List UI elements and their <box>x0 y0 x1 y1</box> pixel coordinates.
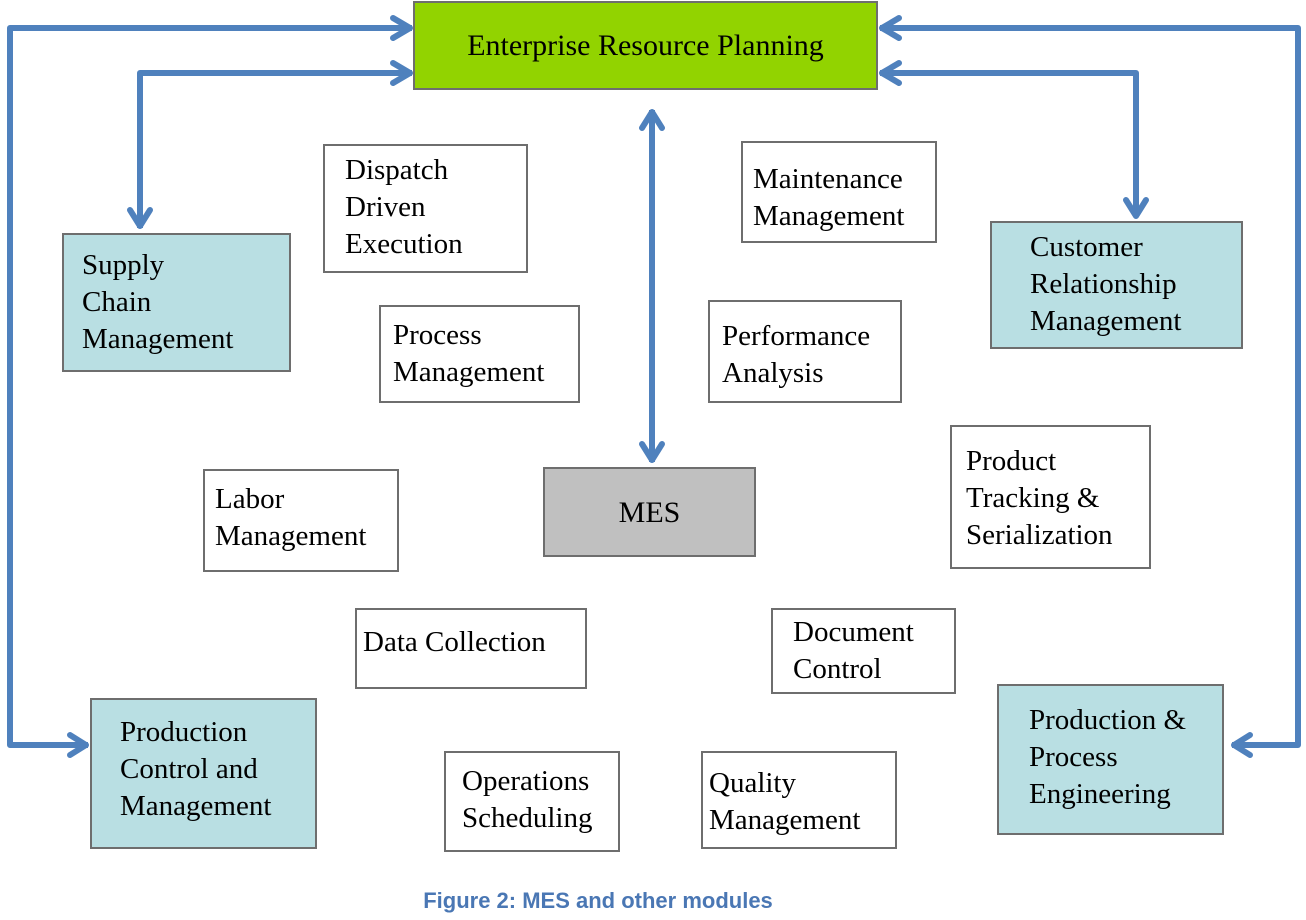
mes-label: MES <box>618 495 681 529</box>
production-engineering-line-1: Production & <box>1029 704 1187 736</box>
data-collection-line-1: Data Collection <box>363 626 546 658</box>
labor-management-box: Labor Management <box>203 469 399 572</box>
erp-label: Enterprise Resource Planning <box>467 29 824 62</box>
production-control-line-3: Management <box>120 790 272 822</box>
arrow-erp-supply-chain <box>137 70 412 228</box>
arrow-erp-production-engineering <box>880 25 1301 748</box>
process-management-box: Process Management <box>379 305 580 403</box>
dispatch-driven-execution-box: Dispatch Driven Execution <box>323 144 528 273</box>
supply-chain-line-1: Supply <box>82 249 165 281</box>
crm-line-2: Relationship <box>1030 268 1177 300</box>
production-control-line-2: Control and <box>120 753 258 785</box>
document-control-line-2: Control <box>793 653 882 685</box>
process-line-2: Management <box>393 356 545 388</box>
operations-scheduling-box: Operations Scheduling <box>444 751 620 852</box>
document-control-box: Document Control <box>771 608 956 694</box>
maintenance-line-2: Management <box>753 200 905 232</box>
production-engineering-line-3: Engineering <box>1029 778 1171 810</box>
mes-box: MES <box>543 467 756 557</box>
product-tracking-line-2: Tracking & <box>966 482 1100 514</box>
document-control-line-1: Document <box>793 616 914 648</box>
labor-line-1: Labor <box>215 483 285 515</box>
crm-line-3: Management <box>1030 305 1182 337</box>
quality-line-2: Management <box>709 804 861 836</box>
figure-caption: Figure 2: MES and other modules <box>423 888 773 913</box>
arrowhead-erp-left-bottom <box>390 60 413 86</box>
production-engineering-line-2: Process <box>1029 741 1118 773</box>
production-control-management-box: Production Control and Management <box>90 698 317 849</box>
arrow-erp-crm <box>880 70 1139 216</box>
arrowhead-crm <box>1123 197 1149 219</box>
performance-line-2: Analysis <box>722 357 824 389</box>
dispatch-line-2: Driven <box>345 191 426 223</box>
arrowhead-erp-from-mes <box>639 109 665 131</box>
quality-management-box: Quality Management <box>701 751 897 849</box>
dispatch-line-1: Dispatch <box>345 154 449 186</box>
dispatch-line-3: Execution <box>345 228 463 260</box>
arrowhead-erp-right-bottom <box>879 60 902 86</box>
performance-analysis-box: Performance Analysis <box>708 300 902 403</box>
maintenance-management-box: Maintenance Management <box>741 141 937 243</box>
product-tracking-serialization-box: Product Tracking & Serialization <box>950 425 1151 569</box>
maintenance-line-1: Maintenance <box>753 163 903 195</box>
production-process-engineering-box: Production & Process Engineering <box>997 684 1224 835</box>
crm-line-1: Customer <box>1030 231 1143 263</box>
process-line-1: Process <box>393 319 482 351</box>
customer-relationship-management-box: Customer Relationship Management <box>990 221 1243 349</box>
arrowhead-production-control <box>67 732 89 758</box>
supply-chain-management-box: Supply Chain Management <box>62 233 291 372</box>
performance-line-1: Performance <box>722 320 871 352</box>
arrowhead-mes <box>639 441 665 463</box>
product-tracking-line-1: Product <box>966 445 1057 477</box>
arrowhead-supply-chain <box>127 207 153 229</box>
arrowhead-erp-left-top <box>390 15 413 41</box>
supply-chain-line-3: Management <box>82 323 234 355</box>
operations-scheduling-line-1: Operations <box>462 765 590 797</box>
product-tracking-line-3: Serialization <box>966 519 1113 551</box>
data-collection-box: Data Collection <box>355 608 587 689</box>
labor-line-2: Management <box>215 520 367 552</box>
operations-scheduling-line-2: Scheduling <box>462 802 593 834</box>
production-control-line-1: Production <box>120 716 248 748</box>
arrow-erp-production-control <box>7 25 412 748</box>
arrowhead-production-engineering <box>1231 732 1253 758</box>
supply-chain-line-2: Chain <box>82 286 152 318</box>
arrowhead-erp-right-top <box>879 15 902 41</box>
quality-line-1: Quality <box>709 767 796 799</box>
erp-box: Enterprise Resource Planning <box>413 1 878 90</box>
